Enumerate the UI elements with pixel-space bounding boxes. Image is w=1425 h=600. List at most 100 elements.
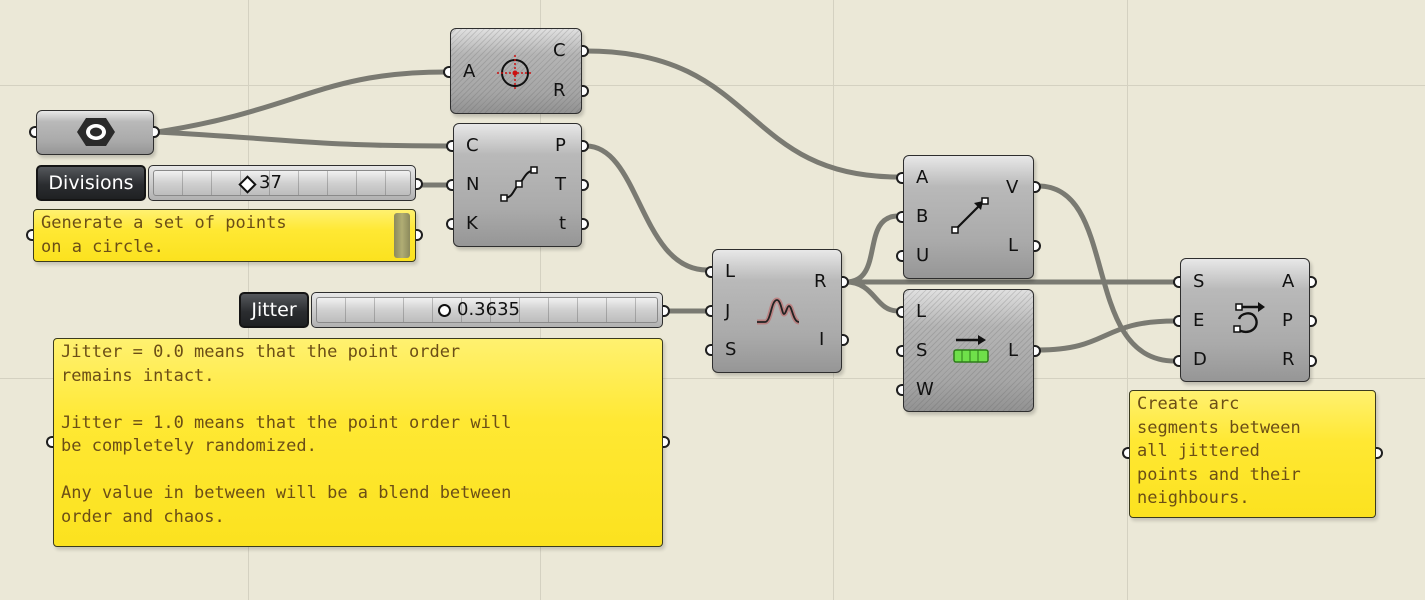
arc-sed-icon — [1227, 299, 1267, 343]
wire-vector-to-arc — [1035, 183, 1178, 364]
input-label: S — [725, 339, 737, 360]
circle-note-output-grip[interactable] — [416, 229, 423, 241]
shift-input-grip-s[interactable] — [896, 345, 903, 357]
jitter-note-output-grip[interactable] — [663, 436, 670, 448]
output-label: C — [553, 40, 566, 61]
divisions-output-grip[interactable] — [416, 178, 423, 190]
input-label: C — [466, 135, 479, 156]
wire-circle-to-vector — [583, 48, 901, 180]
jitter-input-grip-j[interactable] — [705, 305, 712, 317]
divide-input-grip-k[interactable] — [446, 218, 453, 230]
arc-input-grip-d[interactable] — [1173, 355, 1180, 367]
hexagon-curve-icon — [75, 115, 117, 153]
slider-track[interactable] — [316, 297, 658, 323]
input-label: L — [916, 301, 927, 322]
note-scroll-handle[interactable] — [394, 213, 410, 258]
circle-output-grip-c[interactable] — [582, 45, 589, 57]
input-label: A — [463, 61, 476, 82]
divisions-slider-value: 37 — [259, 172, 282, 193]
output-label: t — [559, 213, 567, 234]
jitter-note[interactable]: Jitter = 0.0 means that the point order … — [53, 338, 663, 547]
arc-output-grip-a[interactable] — [1310, 276, 1317, 288]
arc-note-input-grip[interactable] — [1122, 447, 1129, 459]
arc-input-grip-e[interactable] — [1173, 315, 1180, 327]
input-label: E — [1193, 310, 1205, 331]
arc-note[interactable]: Create arc segments between all jittered… — [1129, 390, 1376, 518]
jitter-slider-value: 0.3635 — [457, 299, 520, 320]
jitter-slider[interactable]: 0.3635 — [311, 292, 663, 328]
shift-list-icon — [950, 330, 992, 370]
output-label: V — [1006, 177, 1019, 198]
arc-note-output-grip[interactable] — [1376, 447, 1383, 459]
output-label: L — [1008, 235, 1019, 256]
circle-output-grip-r[interactable] — [582, 85, 589, 97]
jitter-note-input-grip[interactable] — [46, 436, 53, 448]
vector-two-point-component[interactable]: A B U V L — [903, 155, 1034, 279]
wire-shift-to-arc — [1035, 318, 1178, 353]
input-label: N — [466, 174, 480, 195]
divide-output-grip-p[interactable] — [582, 140, 589, 152]
input-label: U — [916, 245, 930, 266]
circle-component[interactable]: A C R — [450, 28, 582, 114]
divide-input-grip-c[interactable] — [446, 140, 453, 152]
wire-divide-to-jitter — [583, 143, 710, 273]
output-label: R — [1282, 349, 1295, 370]
wire-curve-to-circle — [154, 69, 449, 135]
arc-output-grip-r[interactable] — [1310, 355, 1317, 367]
divide-input-grip-n[interactable] — [446, 179, 453, 191]
shift-input-grip-l[interactable] — [896, 306, 903, 318]
shift-output-grip-l[interactable] — [1034, 345, 1041, 357]
divisions-slider-name[interactable]: Divisions — [36, 165, 146, 201]
jitter-slider-output-grip[interactable] — [663, 305, 670, 317]
jitter-input-grip-s[interactable] — [705, 344, 712, 356]
vector-output-grip-v[interactable] — [1034, 181, 1041, 193]
jitter-output-grip-r[interactable] — [842, 276, 849, 288]
circle-input-grip-a[interactable] — [443, 66, 450, 78]
curve-parameter-input-grip[interactable] — [29, 126, 36, 138]
curve-parameter-output-grip[interactable] — [153, 126, 160, 138]
wire-curve-to-divide — [154, 129, 449, 149]
vector-input-grip-b[interactable] — [896, 211, 903, 223]
curve-parameter[interactable] — [36, 110, 154, 155]
input-label: K — [466, 213, 478, 234]
grid-line — [0, 378, 1425, 379]
input-label: S — [916, 340, 928, 361]
divide-curve-icon — [499, 164, 539, 208]
input-label: B — [916, 206, 929, 227]
divide-output-grip-tt[interactable] — [582, 218, 589, 230]
circle-note[interactable]: Generate a set of points on a circle. — [33, 209, 416, 262]
arc-output-grip-p[interactable] — [1310, 315, 1317, 327]
output-label: P — [555, 135, 566, 156]
output-label: I — [819, 329, 825, 350]
vector-input-grip-a[interactable] — [896, 172, 903, 184]
shift-input-grip-w[interactable] — [896, 384, 903, 396]
output-label: R — [814, 271, 827, 292]
divide-output-grip-t[interactable] — [582, 179, 589, 191]
output-label: L — [1008, 340, 1019, 361]
vector-input-grip-u[interactable] — [896, 250, 903, 262]
input-label: A — [916, 167, 929, 188]
arc-sed-component[interactable]: S E D A P R — [1180, 258, 1310, 382]
arc-input-grip-s[interactable] — [1173, 276, 1180, 288]
divide-curve-component[interactable]: C N K P T t — [453, 123, 582, 247]
output-label: T — [555, 174, 566, 195]
jitter-slider-name[interactable]: Jitter — [239, 292, 309, 328]
slider-track[interactable] — [153, 170, 411, 196]
jitter-component[interactable]: L J S R I — [712, 249, 842, 373]
circle-note-input-grip[interactable] — [26, 229, 33, 241]
output-label: P — [1282, 310, 1293, 331]
wire-jitter-to-shift — [843, 279, 901, 314]
jitter-output-grip-i[interactable] — [842, 334, 849, 346]
input-label: J — [725, 301, 731, 322]
circle-marker-icon[interactable] — [438, 304, 451, 317]
input-label: L — [725, 261, 736, 282]
wire-jitter-to-vector — [843, 213, 901, 285]
jitter-input-grip-l[interactable] — [705, 266, 712, 278]
shift-list-component[interactable]: L S W L — [903, 289, 1034, 412]
jitter-icon — [755, 294, 801, 334]
divisions-slider[interactable]: 37 — [148, 165, 416, 201]
vector-output-grip-l[interactable] — [1034, 240, 1041, 252]
output-label: A — [1282, 271, 1295, 292]
circle-crosshair-icon — [495, 53, 535, 97]
